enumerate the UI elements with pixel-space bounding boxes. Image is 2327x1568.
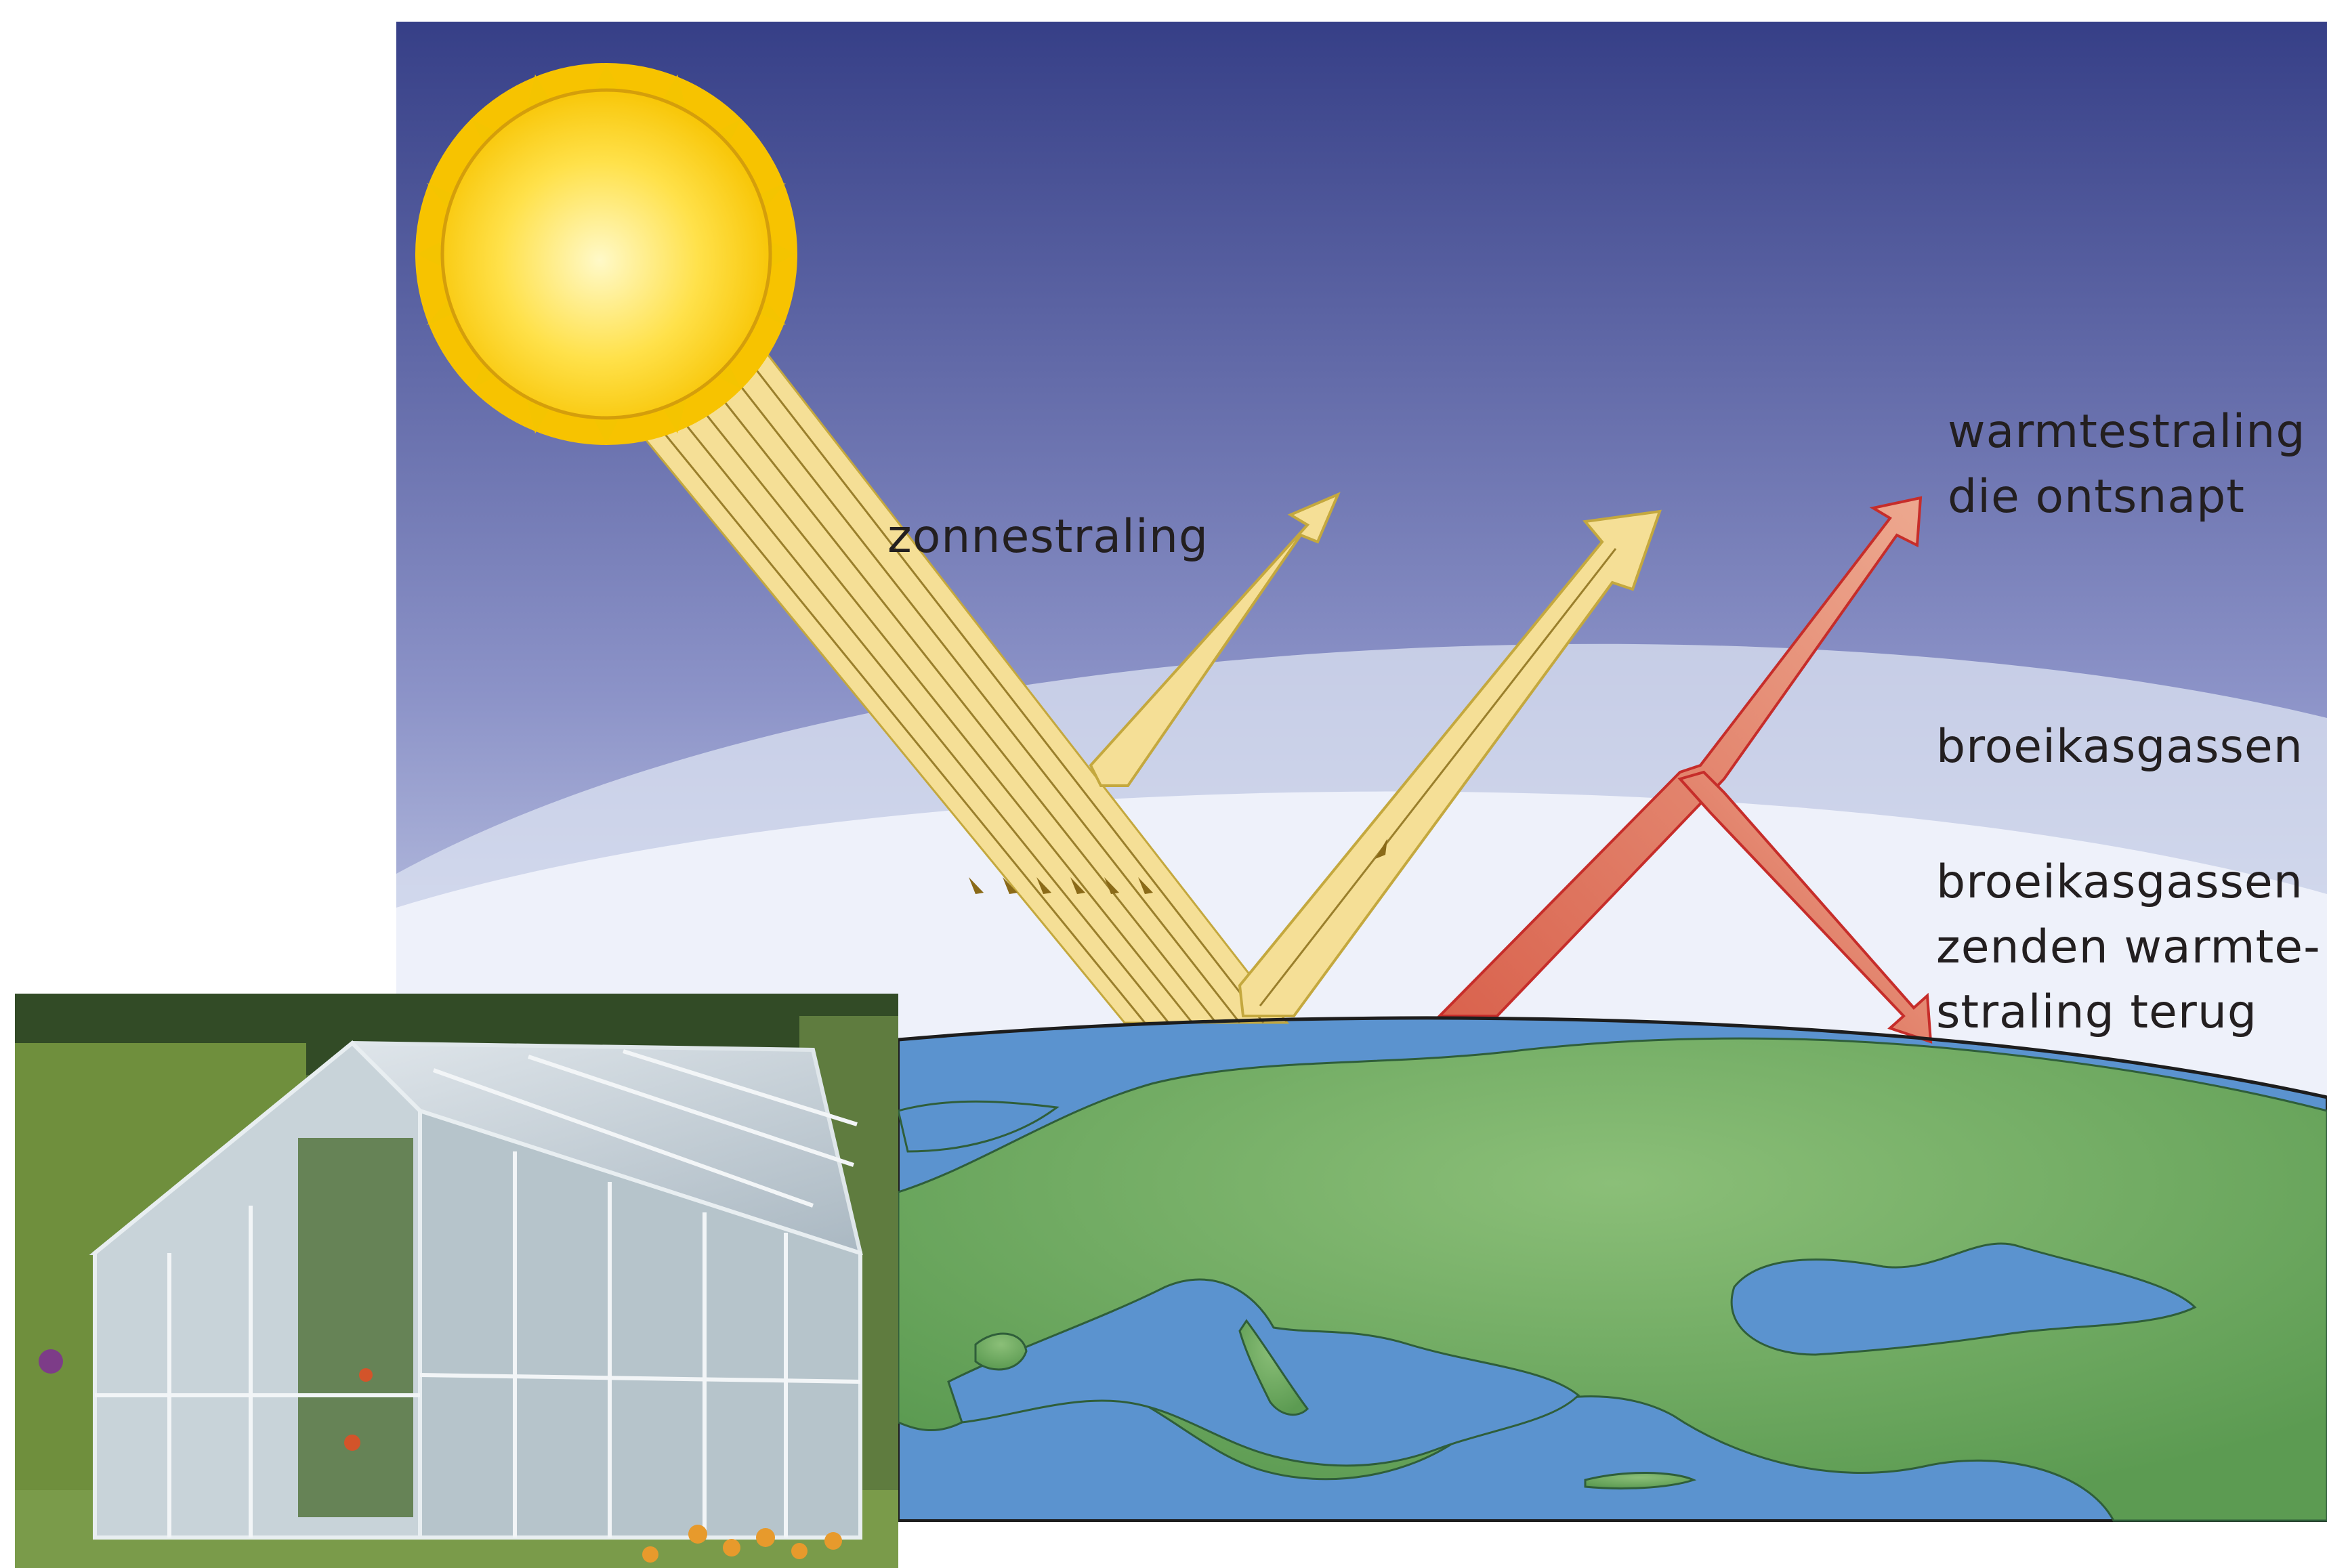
- label-returned-heat-line-1: broeikasgassen: [1936, 855, 2303, 909]
- label-returned-heat-line-3: straling terug: [1936, 986, 2258, 1039]
- label-returned-heat-line-2: zenden warmte-: [1936, 920, 2321, 974]
- inland-sea: [1730, 1242, 2197, 1356]
- northern-coast-sea: [897, 1100, 1060, 1153]
- heat-radiation-arrows: [1436, 496, 1933, 1044]
- incoming-solar-beam: [594, 307, 1290, 1024]
- escaping-heat-arrow: [1436, 496, 1923, 1017]
- label-greenhouse-gases: broeikasgassen: [1936, 720, 2303, 774]
- label-escaping-heat: warmtestraling die ontsnapt: [1948, 400, 2306, 530]
- label-solar-radiation: zonnestraling: [887, 510, 1209, 564]
- island-west: [974, 1332, 1028, 1371]
- italy-peninsula: [1238, 1319, 1309, 1416]
- reflected-beam-ground: [1238, 509, 1662, 1017]
- sun-icon: [415, 63, 797, 445]
- island-east: [1584, 1472, 1697, 1490]
- returned-heat-arrow: [1677, 770, 1933, 1044]
- greenhouse-photo: [15, 994, 898, 1568]
- label-returned-heat: broeikasgassen zenden warmte- straling t…: [1936, 850, 2321, 1045]
- label-escaping-heat-line-2: die ontsnapt: [1948, 470, 2245, 524]
- earth-horizon-line: [898, 1016, 2327, 1099]
- label-escaping-heat-line-1: warmtestraling: [1948, 405, 2306, 459]
- reflected-beam-atmosphere: [1089, 492, 1341, 787]
- earth-icon: [897, 1016, 2327, 1522]
